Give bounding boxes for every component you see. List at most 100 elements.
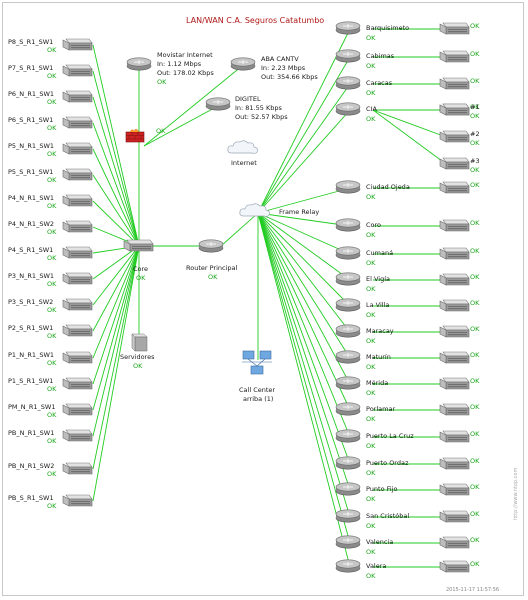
router-icon[interactable] [335,535,361,551]
site-label[interactable]: El Vigía [366,275,391,283]
switch-icon[interactable] [62,377,93,390]
switch-icon[interactable] [439,181,470,194]
site-label[interactable]: Puerto La Cruz [366,432,414,440]
router-icon[interactable] [335,456,361,472]
switch-icon[interactable] [62,403,93,416]
cia-switch-label[interactable]: #2 [470,130,480,138]
site-label[interactable]: Coro [366,221,382,229]
switch-icon[interactable] [439,536,470,549]
site-label[interactable]: Barquisimeto [366,24,410,32]
router-icon[interactable] [230,57,256,73]
servers-label[interactable]: Servidores [120,353,155,361]
site-label[interactable]: Caracas [366,79,393,87]
firewall-icon[interactable] [125,128,145,144]
router-icon[interactable] [126,57,152,73]
switch-icon[interactable] [62,142,93,155]
switch-label[interactable]: P1_N_R1_SW1 [8,351,55,359]
router-icon[interactable] [335,218,361,234]
switch-icon[interactable] [439,430,470,443]
call-center-icon[interactable] [242,350,273,375]
switch-icon[interactable] [62,324,93,337]
switch-icon[interactable] [62,38,93,51]
switch-icon[interactable] [439,247,470,260]
switch-icon[interactable] [439,130,470,143]
switch-icon[interactable] [439,510,470,523]
site-label[interactable]: Cumaná [366,249,394,257]
switch-icon[interactable] [62,298,93,311]
switch-label[interactable]: P4_N_R1_SW1 [8,194,55,202]
site-label[interactable]: Maracay [366,327,394,335]
switch-icon[interactable] [62,194,93,207]
site-label[interactable]: Porlamar [366,405,396,413]
switch-icon[interactable] [439,483,470,496]
switch-icon[interactable] [62,116,93,129]
switch-icon[interactable] [62,272,93,285]
switch-icon[interactable] [439,560,470,573]
switch-label[interactable]: P3_N_R1_SW1 [8,272,55,280]
internet-label[interactable]: Internet [231,159,257,167]
router-icon[interactable] [205,97,231,113]
switch-icon[interactable] [62,220,93,233]
switch-label[interactable]: P1_S_R1_SW1 [8,377,54,385]
frame-relay-label[interactable]: Frame Relay [279,208,320,216]
switch-icon[interactable] [439,22,470,35]
switch-icon[interactable] [439,50,470,63]
site-label[interactable]: Maturín [366,353,391,361]
switch-icon[interactable] [439,273,470,286]
site-label[interactable]: La Villa [366,301,390,309]
switch-icon[interactable] [439,299,470,312]
switch-label[interactable]: P5_N_R1_SW1 [8,142,55,150]
switch-label[interactable]: P2_S_R1_SW1 [8,324,54,332]
frame-relay-cloud-icon[interactable] [238,202,272,219]
switch-label[interactable]: P4_N_R1_SW2 [8,220,55,228]
internet-cloud-icon[interactable] [226,139,260,156]
router-icon[interactable] [335,324,361,340]
site-label[interactable]: Cabimas [366,52,395,60]
isp-name[interactable]: Movistar Internet [157,51,213,59]
router-icon[interactable] [335,298,361,314]
switch-icon[interactable] [439,77,470,90]
site-label[interactable]: Valera [366,562,387,570]
router-icon[interactable] [335,559,361,575]
switch-label[interactable]: PM_N_R1_SW1 [8,403,56,411]
router-principal-label[interactable]: Router Principal [186,264,238,272]
isp-name[interactable]: DIGITEL [235,95,261,103]
switch-icon[interactable] [62,246,93,259]
router-icon[interactable] [335,76,361,92]
site-label[interactable]: Punto Fijo [366,485,398,493]
switch-label[interactable]: P6_N_R1_SW1 [8,90,55,98]
router-icon[interactable] [335,482,361,498]
call-center-label[interactable]: Call Center [239,386,276,394]
site-label[interactable]: Valencia [366,538,394,546]
isp-name[interactable]: ABA CANTV [261,55,299,63]
switch-icon[interactable] [439,403,470,416]
switch-label[interactable]: PB_N_R1_SW2 [8,462,55,470]
switch-label[interactable]: P7_S_R1_SW1 [8,64,54,72]
router-icon[interactable] [335,402,361,418]
router-icon[interactable] [335,49,361,65]
switch-icon[interactable] [439,157,470,170]
switch-icon[interactable] [62,429,93,442]
site-label[interactable]: Puerto Ordaz [366,459,409,467]
switch-icon[interactable] [62,90,93,103]
core-switch-icon[interactable] [123,239,159,253]
router-icon[interactable] [335,509,361,525]
server-icon[interactable] [130,331,150,353]
router-icon[interactable] [335,180,361,196]
site-label[interactable]: San Cristóbal [366,512,410,520]
switch-label[interactable]: P5_S_R1_SW1 [8,168,54,176]
switch-label[interactable]: PB_S_R1_SW1 [8,494,54,502]
switch-icon[interactable] [439,325,470,338]
router-icon[interactable] [335,376,361,392]
switch-icon[interactable] [439,377,470,390]
switch-label[interactable]: PB_N_R1_SW1 [8,429,55,437]
switch-icon[interactable] [62,168,93,181]
site-label[interactable]: Mérida [366,379,389,387]
core-label[interactable]: Core [133,265,149,273]
site-label[interactable]: CIA [366,105,377,113]
router-principal-icon[interactable] [198,239,224,255]
cia-switch-label[interactable]: #3 [470,157,480,165]
switch-icon[interactable] [439,351,470,364]
switch-icon[interactable] [62,462,93,475]
switch-label[interactable]: P8_S_R1_SW1 [8,38,54,46]
